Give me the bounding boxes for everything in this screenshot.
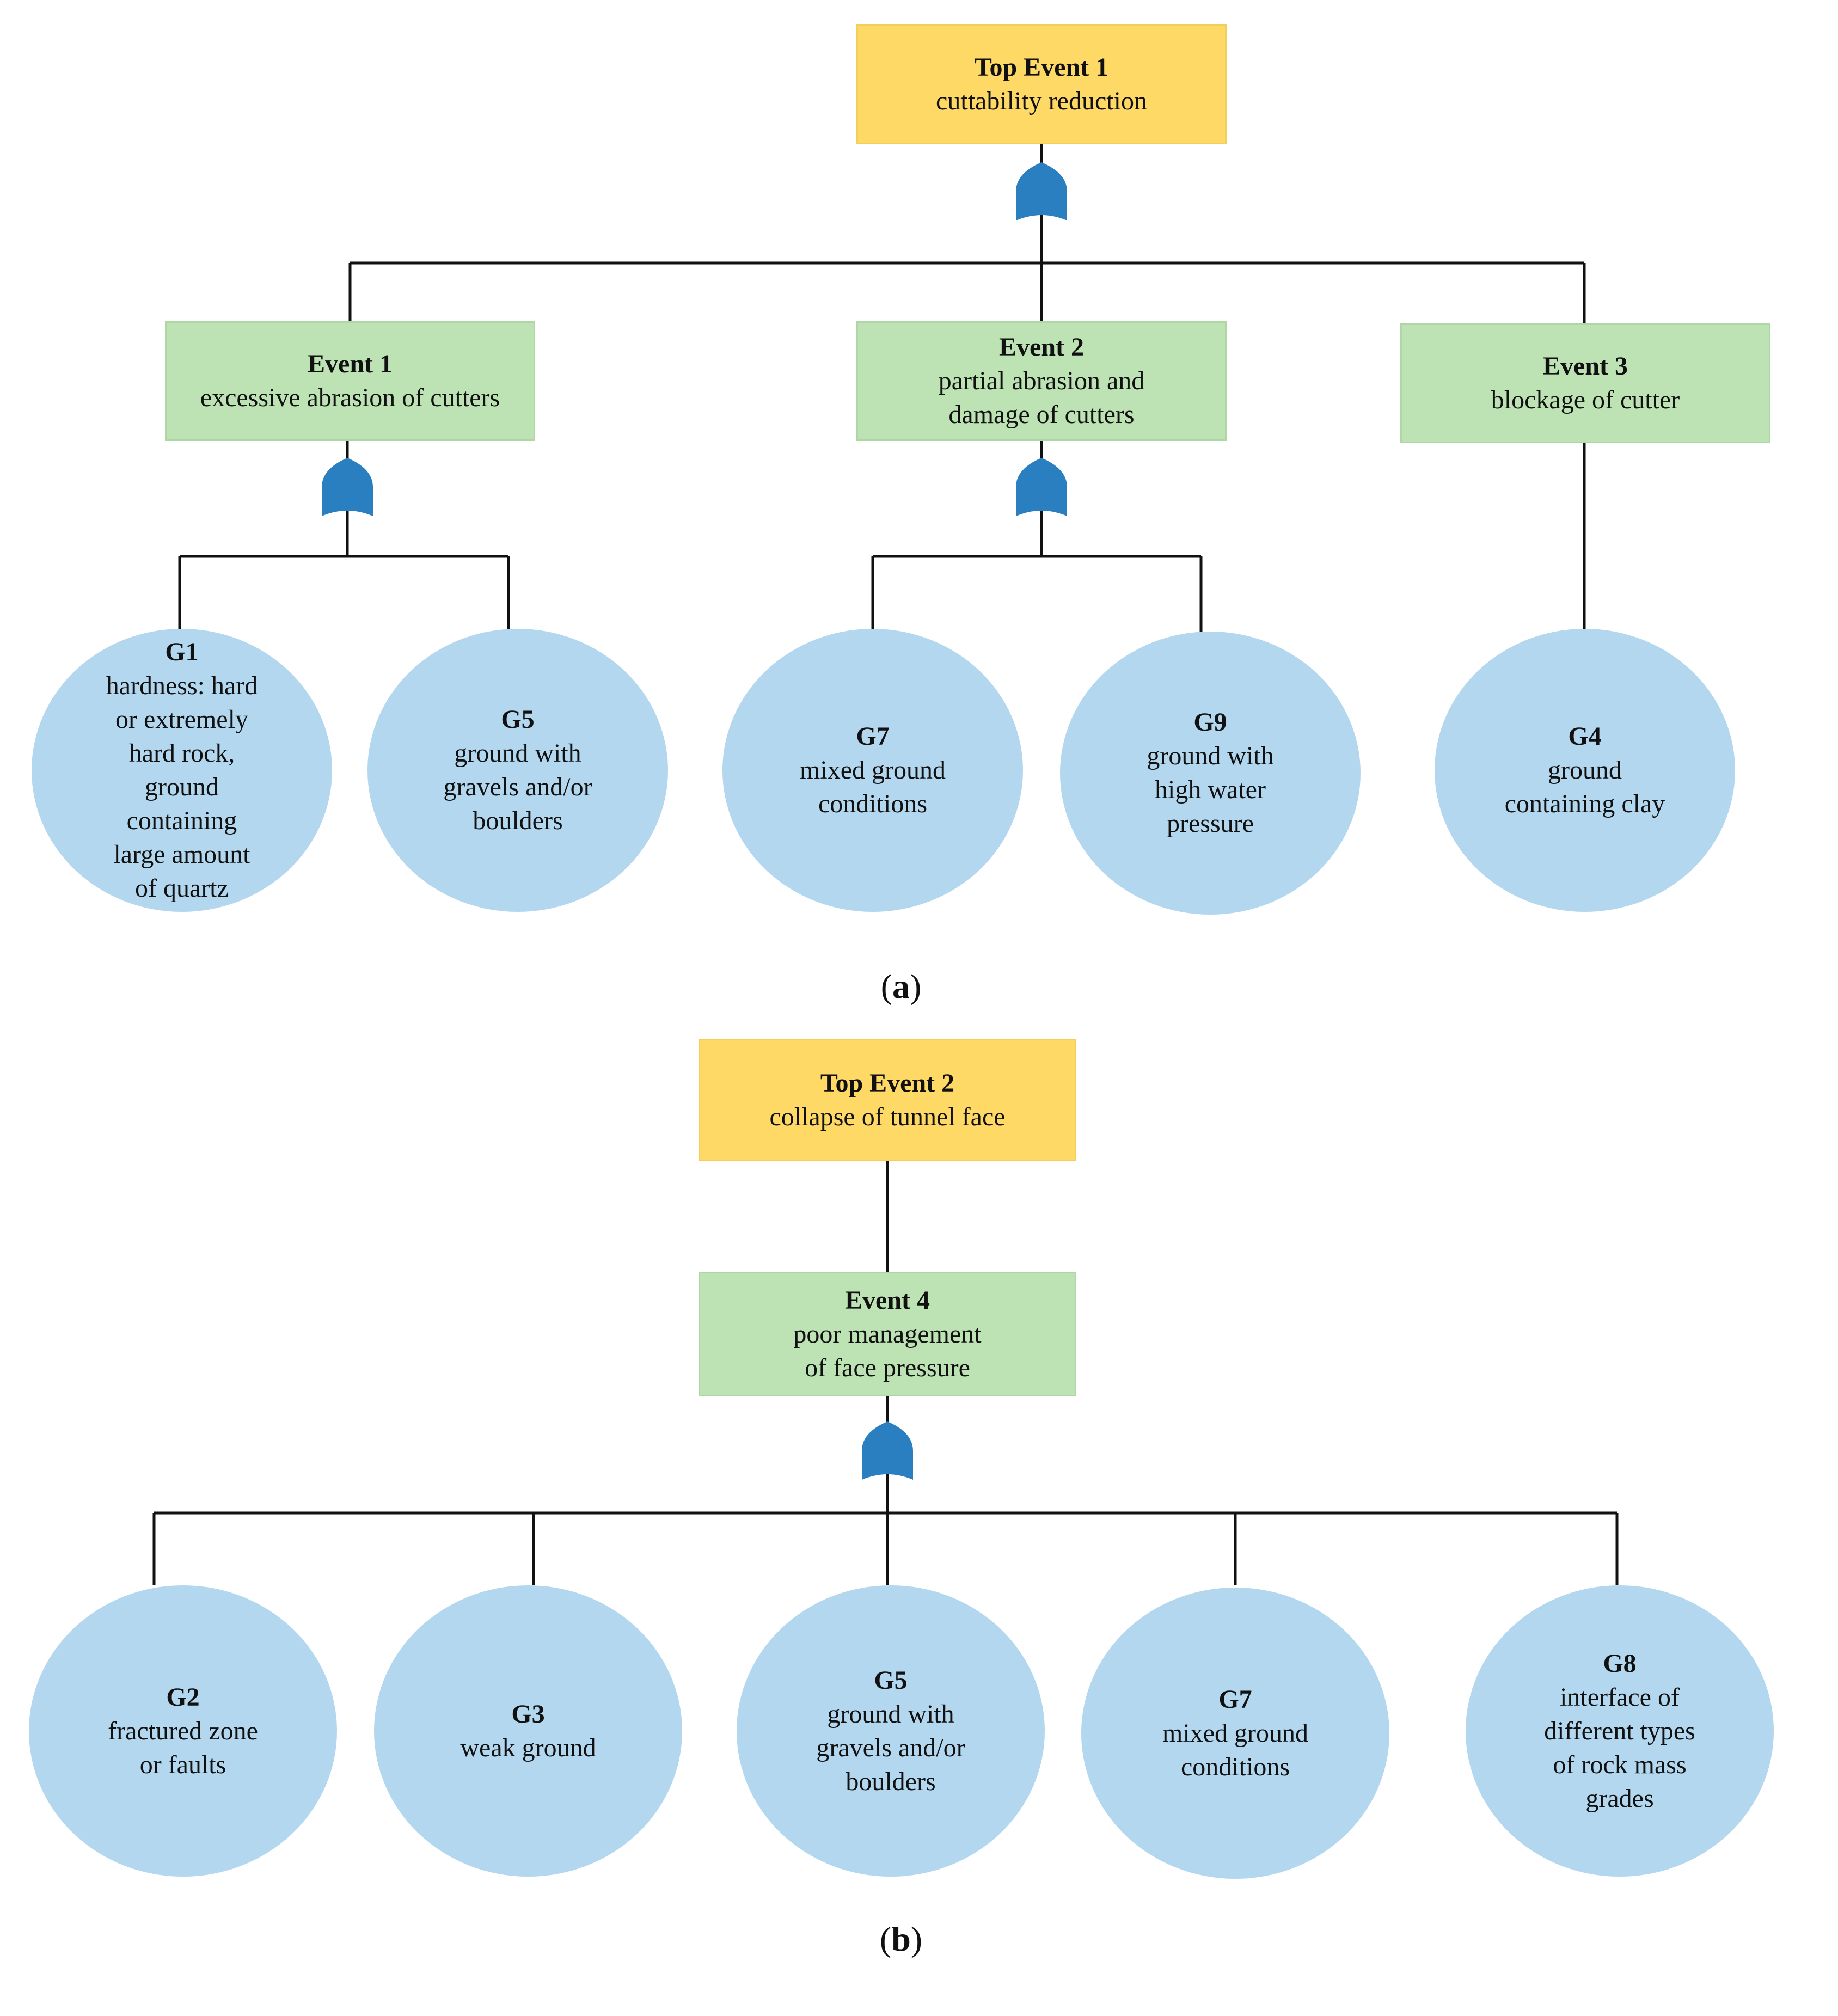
event-1: Event 1 excessive abrasion of cutters xyxy=(165,321,535,441)
event-1-title: Event 1 xyxy=(308,350,393,378)
event-1-desc: excessive abrasion of cutters xyxy=(200,383,500,412)
panel-label-b-letter: b xyxy=(891,1920,911,1958)
or-gate-icon xyxy=(322,458,373,516)
factor-g7b-title: G7 xyxy=(1218,1684,1252,1714)
factor-g3: G3 weak ground xyxy=(374,1585,682,1877)
factor-g7b: G7 mixed ground conditions xyxy=(1081,1588,1389,1879)
panel-label-b: (b) xyxy=(879,1920,923,1958)
factor-g1: G1 hardness: hard or extremely hard rock… xyxy=(32,629,332,912)
event-2: Event 2 partial abrasion and damage of c… xyxy=(856,321,1227,441)
factor-g7b-desc: mixed ground conditions xyxy=(1162,1718,1308,1781)
top-event-2-title: Top Event 2 xyxy=(820,1068,955,1098)
top-event-2-desc: collapse of tunnel face xyxy=(769,1102,1006,1131)
panel-label-a: (a) xyxy=(880,967,922,1006)
factor-g2-title: G2 xyxy=(166,1682,200,1712)
event-4: Event 4 poor management of face pressure xyxy=(699,1272,1076,1396)
top-event-1-desc: cuttability reduction xyxy=(936,86,1147,115)
factor-g4-title: G4 xyxy=(1568,722,1602,751)
event-4-desc: poor management of face pressure xyxy=(793,1319,982,1382)
event-4-title: Event 4 xyxy=(845,1285,930,1315)
panel-label-a-letter: a xyxy=(892,967,910,1006)
factor-g9-title: G9 xyxy=(1193,708,1227,737)
top-event-1: Top Event 1 cuttability reduction xyxy=(856,24,1227,144)
factor-g4-desc: ground containing clay xyxy=(1504,756,1665,818)
factor-g1-title: G1 xyxy=(165,638,199,666)
or-gate-icon xyxy=(1016,162,1067,220)
factor-g9-desc: ground with high water pressure xyxy=(1147,742,1274,838)
factor-g1-desc: hardness: hard or extremely hard rock, g… xyxy=(106,671,258,903)
factor-g5b: G5 ground with gravels and/or boulders xyxy=(737,1585,1045,1877)
factor-g5-title: G5 xyxy=(501,705,535,734)
top-event-1-title: Top Event 1 xyxy=(974,52,1109,82)
factor-g8-title: G8 xyxy=(1603,1649,1637,1678)
factor-g5b-title: G5 xyxy=(874,1665,908,1695)
factor-g3-desc: weak ground xyxy=(460,1733,596,1762)
event-3-desc: blockage of cutter xyxy=(1491,385,1680,414)
factor-g7: G7 mixed ground conditions xyxy=(722,629,1023,912)
factor-g4: G4 ground containing clay xyxy=(1435,629,1735,912)
factor-g2-desc: fractured zone or faults xyxy=(108,1716,258,1779)
or-gate-icon xyxy=(1016,458,1067,516)
factor-g7-title: G7 xyxy=(856,722,890,751)
factor-g5b-desc: ground with gravels and/or boulders xyxy=(816,1699,965,1796)
factor-g8: G8 interface of different types of rock … xyxy=(1466,1585,1774,1877)
factor-g3-title: G3 xyxy=(511,1699,545,1729)
event-2-desc: partial abrasion and damage of cutters xyxy=(938,366,1145,429)
or-gate-icon xyxy=(862,1421,913,1480)
factor-g7-desc: mixed ground conditions xyxy=(800,756,946,818)
event-3-title: Event 3 xyxy=(1543,352,1628,381)
factor-g5-desc: ground with gravels and/or boulders xyxy=(443,739,592,835)
factor-g8-desc: interface of different types of rock mas… xyxy=(1544,1682,1695,1813)
top-event-2: Top Event 2 collapse of tunnel face xyxy=(699,1039,1076,1161)
factor-g2: G2 fractured zone or faults xyxy=(29,1585,337,1877)
factor-g9: G9 ground with high water pressure xyxy=(1060,632,1361,915)
event-2-title: Event 2 xyxy=(999,333,1084,361)
event-3: Event 3 blockage of cutter xyxy=(1400,323,1770,443)
factor-g5: G5 ground with gravels and/or boulders xyxy=(367,629,668,912)
